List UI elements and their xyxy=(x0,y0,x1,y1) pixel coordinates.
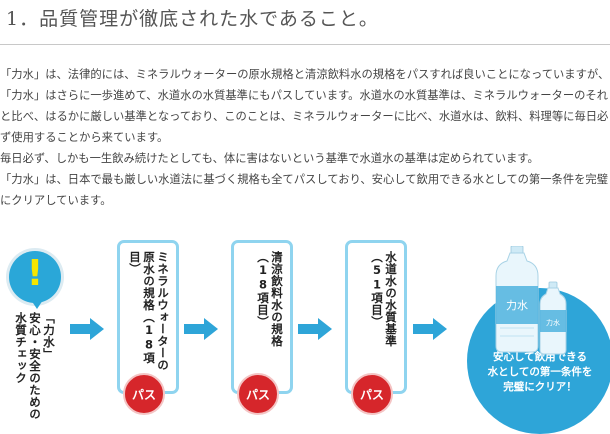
result-text: 安心して飲用できる 水としての第一条件を 完璧にクリア！ xyxy=(487,351,593,393)
step-label: ミネラルウォーターの 原水の規格（18項目） xyxy=(128,251,170,371)
arrow-right-icon xyxy=(184,318,218,340)
paragraph-2: 毎日必ず、しかも一生飲み続けたとしても、体に害はないという基準で水道水の基準は定… xyxy=(0,152,539,165)
pass-badge: パス xyxy=(237,373,279,415)
alert-pointer xyxy=(31,300,43,309)
arrow-right-icon xyxy=(413,318,447,340)
heading-divider xyxy=(0,44,610,45)
svg-text:力水: 力水 xyxy=(546,318,560,327)
small-bottle-icon: 力水 xyxy=(539,281,567,355)
pass-badge: パス xyxy=(123,373,165,415)
large-bottle-icon: 力水 xyxy=(495,246,539,353)
pass-badge: パス xyxy=(351,373,393,415)
water-bottles-image: 力水 力水 xyxy=(495,246,567,355)
paragraph-3: 「力水」は、日本で最も厳しい水道法に基づく規格も全てパスしており、安心して飲用で… xyxy=(0,173,609,207)
paragraph-1: 「力水」は、法律的には、ミネラルウォーターの原水規格と清涼飲料水の規格をパスすれ… xyxy=(0,68,610,144)
arrow-right-icon xyxy=(70,318,104,340)
quality-check-label: 「力水」 安心・安全のための 水質チェック xyxy=(14,312,56,420)
exclamation-icon: ! xyxy=(9,251,61,303)
body-text: 「力水」は、法律的には、ミネラルウォーターの原水規格と清涼飲料水の規格をパスすれ… xyxy=(0,64,610,211)
step-label: 水道水の水質基準 （51項目） xyxy=(370,251,398,347)
step-box-soft-drink: 清涼飲料水の規格 （18項目） xyxy=(231,240,293,394)
step-box-mineral-water: ミネラルウォーターの 原水の規格（18項目） xyxy=(117,240,179,394)
page-heading: 1．品質管理が徹底された水であること。 xyxy=(6,8,379,30)
exclamation-mark: ! xyxy=(26,253,44,294)
arrow-right-icon xyxy=(298,318,332,340)
step-box-tap-water: 水道水の水質基準 （51項目） xyxy=(345,240,407,394)
step-label: 清涼飲料水の規格 （18項目） xyxy=(256,251,284,347)
svg-text:力水: 力水 xyxy=(506,299,528,312)
